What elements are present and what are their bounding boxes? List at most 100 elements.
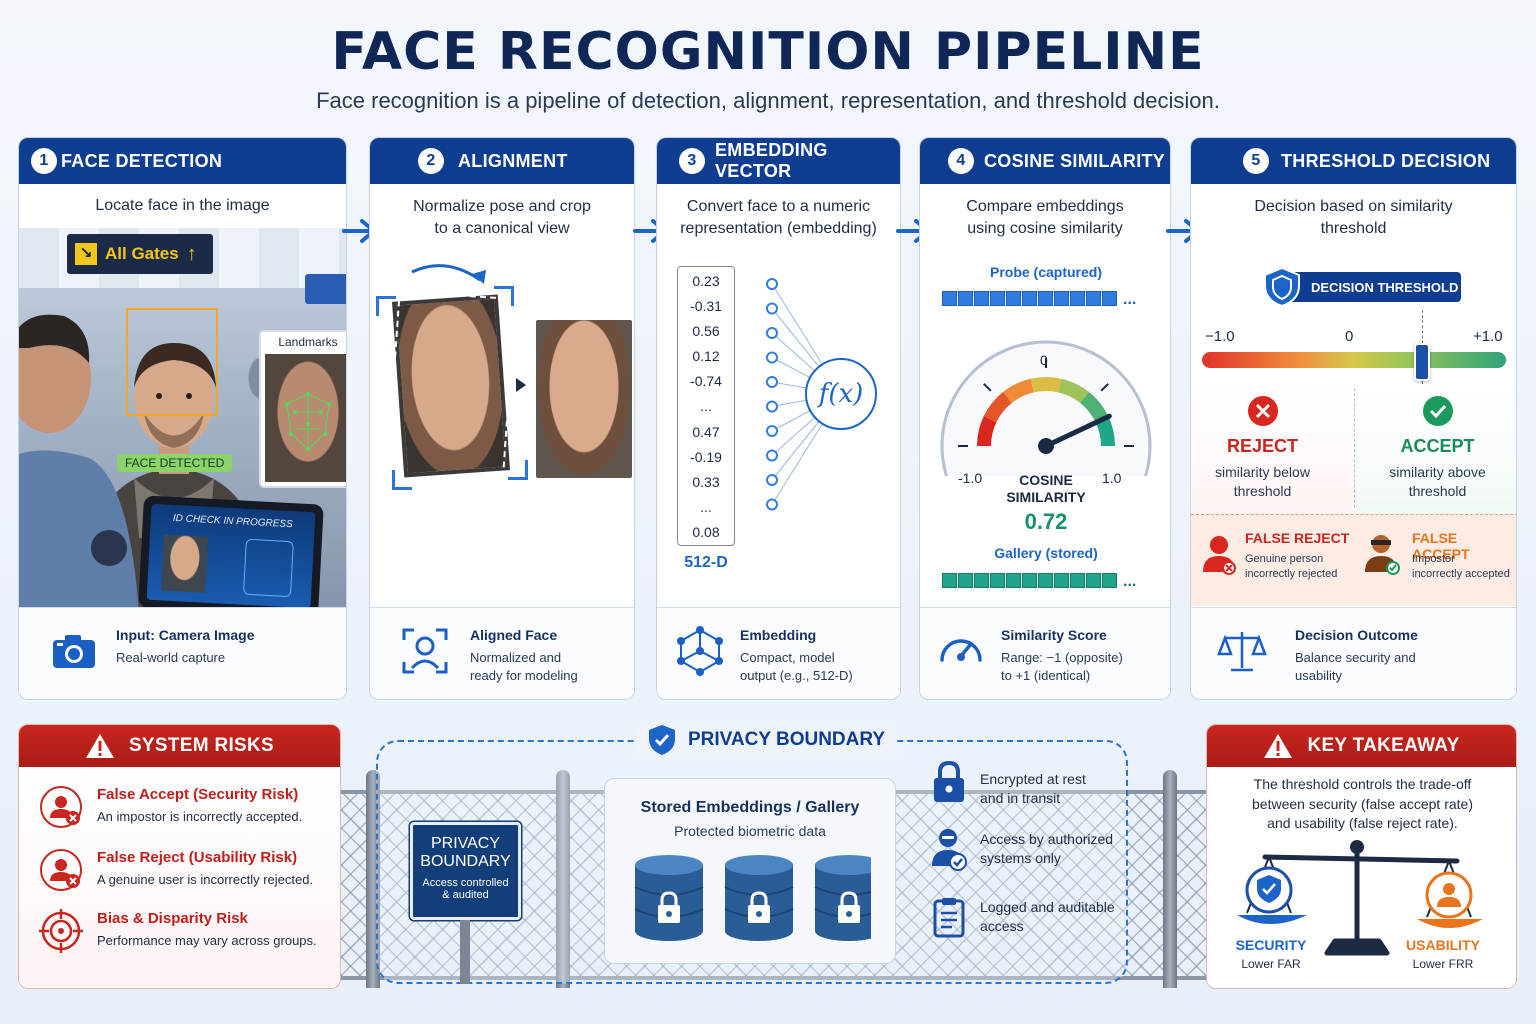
embedding-cell <box>1022 573 1037 588</box>
vector-dimension: 512-D <box>684 554 728 571</box>
vector-value: 0.12 <box>692 348 720 365</box>
crop-corner <box>494 286 514 306</box>
risks-title: SYSTEM RISKS <box>128 735 275 756</box>
probe-vector: ... <box>942 291 1136 311</box>
gauge-arc-segment <box>1002 378 1035 404</box>
security-label: SECURITY <box>1235 937 1307 953</box>
step-title: ALIGNMENT <box>458 150 568 171</box>
landmarks-label: Landmarks <box>278 335 338 349</box>
embedding-cell <box>1022 291 1037 306</box>
accept-text: similarity above threshold <box>1366 463 1509 501</box>
database-icon <box>814 855 871 941</box>
usability-sub: Lower FRR <box>1412 957 1474 971</box>
false-reject-text: Genuine person incorrectly rejected <box>1245 552 1337 582</box>
privacy-item-line-1: Encrypted at rest <box>980 771 1086 787</box>
desc-line-2: threshold <box>1320 220 1387 237</box>
embedding-cell <box>958 573 973 588</box>
vector-value: 0.23 <box>692 273 720 289</box>
scale-zero-label: 0 <box>1345 328 1354 345</box>
false-accept-impostor-icon <box>1365 535 1400 575</box>
similarity-value: 0.72 <box>1024 509 1068 534</box>
privacy-sign: PRIVACY BOUNDARY Access controlled & aud… <box>410 822 521 920</box>
accept-text-line-1: similarity above <box>1389 464 1486 480</box>
similarity-gauge <box>940 340 1152 476</box>
gauge-caption-line-2: SIMILARITY <box>1006 489 1086 505</box>
reject-x-icon <box>1248 396 1278 426</box>
desc-line-2: using cosine similarity <box>967 220 1123 237</box>
false-accept-label: FALSE ACCEPT <box>1412 530 1470 562</box>
footer-title: Similarity Score <box>1001 627 1107 643</box>
landmarks-panel: Landmarks <box>259 330 346 488</box>
embedding-cell <box>958 291 973 306</box>
gauge-arc-segment <box>1095 416 1115 447</box>
aligned-face-icon <box>402 628 448 674</box>
sign-post <box>460 920 470 984</box>
clipboard-log-icon <box>933 898 965 938</box>
accept-check-icon <box>1423 396 1453 426</box>
step-header: 1 FACE DETECTION <box>19 138 346 184</box>
footer-text: Balance security and usability <box>1295 649 1495 685</box>
embedding-cell <box>942 573 957 588</box>
takeaway-line-1: The threshold controls the trade-off <box>1253 776 1472 792</box>
page-subtitle: Face recognition is a pipeline of detect… <box>316 88 1220 113</box>
step-card-embedding: 3 EMBEDDING VECTOR Convert face to a num… <box>656 137 901 700</box>
gate-sign: ↘ All Gates ↑ <box>67 234 213 274</box>
desc-line-1: Compare embeddings <box>966 198 1124 215</box>
embedding-cell <box>1054 291 1069 306</box>
embedding-cell <box>1086 291 1101 306</box>
footer-title: Input: Camera Image <box>116 627 255 643</box>
network-node <box>766 327 778 339</box>
takeaway-text: The threshold controls the trade-off bet… <box>1207 775 1516 834</box>
privacy-item-text: Access by authorized systems only <box>980 830 1113 868</box>
reject-text: similarity below threshold <box>1191 463 1334 501</box>
embedding-cell <box>942 291 957 306</box>
network-node <box>766 376 778 388</box>
risk-text: Performance may vary across groups. <box>97 933 317 948</box>
face-detected-tag: FACE DETECTED <box>117 454 233 472</box>
landmarks-face <box>265 354 346 482</box>
gauge-arc-segment <box>983 392 1012 423</box>
network-icon <box>677 626 723 676</box>
network-node <box>766 302 778 315</box>
step-number: 1 <box>31 148 57 174</box>
gauge-bezel <box>940 340 1152 476</box>
step-description: Decision based on similarity threshold <box>1191 196 1516 240</box>
privacy-item-line-2: and in transit <box>980 790 1061 806</box>
threshold-slider-handle[interactable] <box>1414 343 1431 381</box>
takeaway-line-2: between security (false accept rate) <box>1252 795 1473 812</box>
gauge-tick <box>983 383 992 392</box>
gauge-hub <box>1038 438 1054 454</box>
risk-title: Bias & Disparity Risk <box>97 910 248 927</box>
footer-text: Normalized and ready for modeling <box>470 649 634 685</box>
footer-text-line-1: Range: −1 (opposite) <box>1001 650 1123 665</box>
false-reject-person-icon <box>1203 536 1236 575</box>
crop-corner <box>508 460 528 480</box>
false-reject-label: FALSE REJECT <box>1245 530 1350 546</box>
threshold-badge: DECISION THRESHOLD <box>1264 266 1461 308</box>
gauge-zero-label: 0 <box>1040 352 1048 368</box>
step-description: Locate face in the image <box>95 197 270 214</box>
network-node <box>766 425 778 437</box>
camera-icon <box>53 635 95 668</box>
embedding-cell <box>1102 291 1117 306</box>
embedding-store: Stored Embeddings / Gallery Protected bi… <box>604 778 896 964</box>
shield-check-icon <box>649 725 675 755</box>
risk-text: A genuine user is incorrectly rejected. <box>97 872 314 887</box>
airport-scene: ↘ All Gates ↑ FACE DETECTED Landmarks <box>19 228 346 610</box>
desc-line-2: representation (embedding) <box>680 220 877 237</box>
gallery-ellipsis: ... <box>1123 573 1137 590</box>
footer-text-line-2: output (e.g., 512-D) <box>740 668 853 683</box>
crop-corner <box>376 296 396 316</box>
network-node <box>766 498 778 511</box>
sign-line-2: BOUNDARY <box>420 853 511 870</box>
footer-text-line-1: Normalized and <box>470 650 562 665</box>
false-reject-text-line-2: incorrectly rejected <box>1245 568 1338 580</box>
step-description: Convert face to a numeric representation… <box>657 196 900 240</box>
footer-title: Embedding <box>740 627 817 643</box>
step-title: FACE DETECTION <box>61 150 223 171</box>
security-officer <box>19 314 139 610</box>
gauge-arc-segment <box>1030 377 1062 393</box>
trade-off-balance <box>1237 840 1483 956</box>
desc-line-1: Decision based on similarity <box>1254 198 1453 215</box>
probe-label: Probe (captured) <box>989 264 1102 280</box>
